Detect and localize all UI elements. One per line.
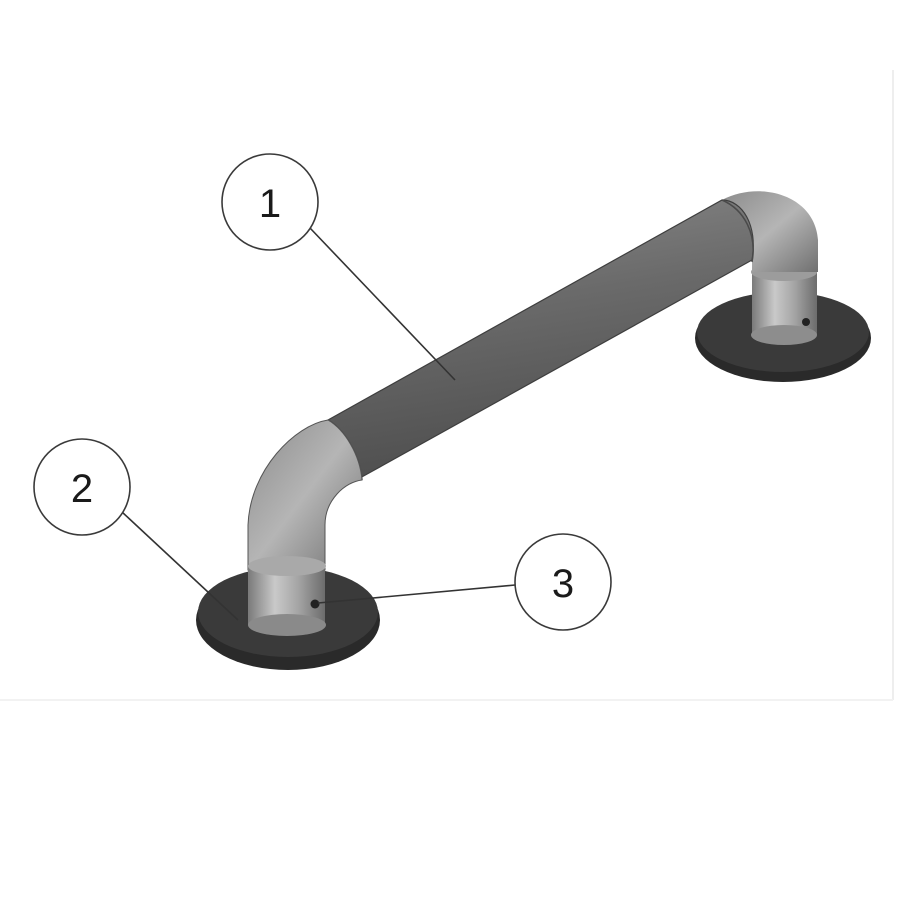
callout-2: 2 <box>33 438 131 536</box>
leader-line-2 <box>121 511 239 621</box>
callout-1: 1 <box>221 153 319 251</box>
left-elbow <box>247 419 363 571</box>
right-post <box>751 263 817 345</box>
leader-line-1 <box>309 227 456 381</box>
leader-line-3 <box>317 584 516 604</box>
left-post <box>248 556 326 636</box>
callout-2-label: 2 <box>71 467 93 511</box>
right-elbow <box>722 191 818 272</box>
left-set-screw <box>310 599 320 609</box>
callout-3: 3 <box>514 533 612 631</box>
grab-bar-tube <box>326 199 754 479</box>
upper-seam <box>721 199 754 263</box>
callout-1-label: 1 <box>259 182 281 226</box>
right-set-screw <box>802 318 810 326</box>
callout-3-label: 3 <box>552 562 574 606</box>
